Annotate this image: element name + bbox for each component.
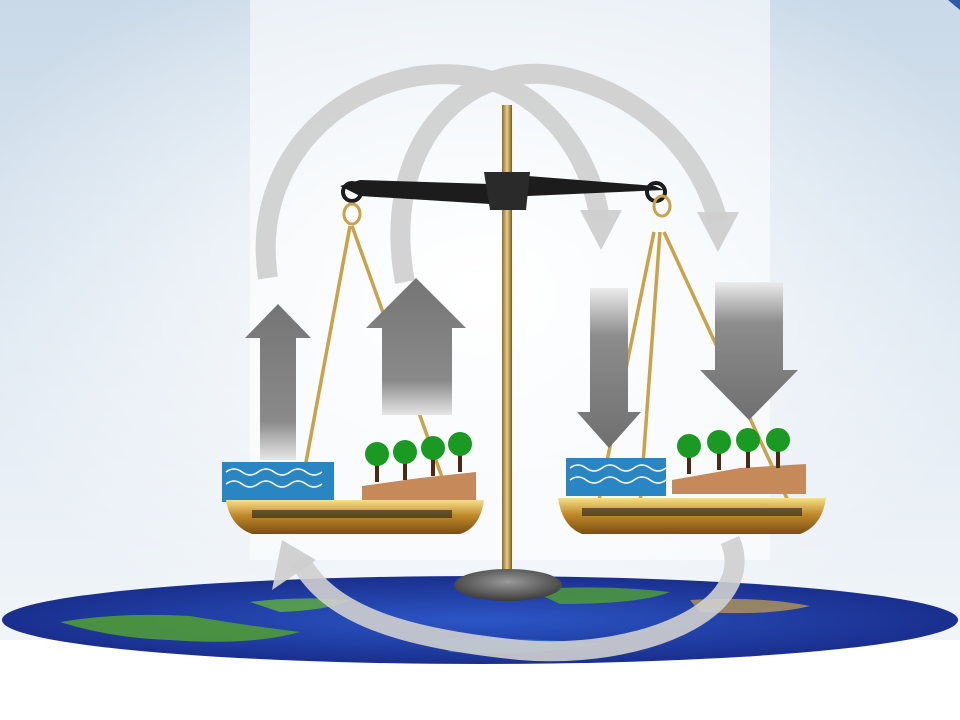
balance-scale-icon: [340, 105, 672, 601]
cycle-arrowhead-icon: [697, 212, 739, 252]
scale-pole: [502, 105, 512, 583]
up-arrow-icon: [366, 278, 466, 415]
corner-marker: [948, 0, 960, 10]
water-waves-icon: [222, 462, 334, 502]
cycle-arrowhead-icon: [580, 210, 622, 250]
cycle-arrow-icon: [255, 63, 745, 662]
left-pan: [222, 278, 484, 534]
cycle-arrowhead-icon: [272, 540, 316, 590]
tree-icon: [677, 428, 790, 474]
tree-icon: [365, 432, 472, 482]
soil: [362, 472, 476, 502]
soil: [672, 464, 806, 494]
water-waves-icon: [566, 458, 666, 496]
scale-pivot: [484, 172, 530, 210]
scale-base: [454, 569, 562, 601]
down-arrow-icon: [577, 288, 641, 448]
right-pan: [558, 282, 826, 534]
up-arrow-icon: [245, 304, 311, 460]
down-arrow-icon: [700, 282, 798, 420]
